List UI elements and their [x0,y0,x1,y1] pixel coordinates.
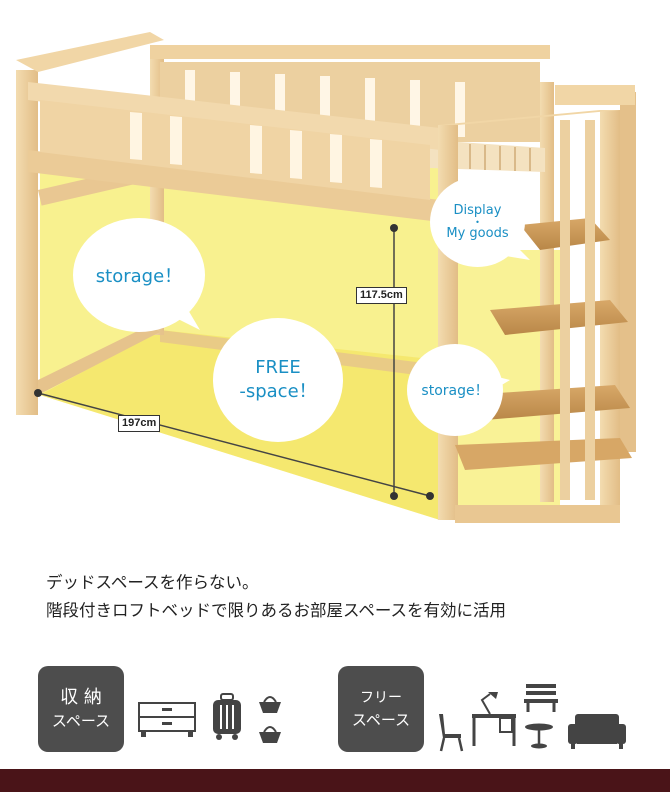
storage-bubble-left: storage！ [73,218,205,332]
free-space-line1: FREE [255,357,301,378]
basket-icon [259,726,281,743]
display-dot: • [475,217,480,227]
front-post-left [16,70,38,415]
free-tag-line1: フリー [360,690,402,706]
back-rail-top [150,45,550,59]
suitcase-icon [213,693,241,740]
free-space-bubble: FREE -space！ [213,318,343,442]
basket-icon [259,696,281,713]
caption-line-1: デッドスペースを作らない。 [46,573,259,592]
caption-line-2: 階段付きロフトベッドで限りあるお部屋スペースを有効に活用 [46,601,507,620]
free-space-tag: フリー スペース [338,666,424,752]
free-tag-line2: スペース [351,711,411,729]
chair-icon [439,714,464,752]
width-dimension-line [37,392,431,497]
storage-tag-line1: 収 納 [60,687,102,708]
display-line1: Display [453,202,502,218]
storage-bubble-right: storage！ [407,344,503,436]
front-guard-rail [28,82,440,150]
storage-space-tag: 収 納 スペース [38,666,124,752]
round-table-icon [525,723,553,749]
sofa-icon [568,714,626,749]
width-dimension-label: 197cm [118,415,161,432]
display-line2: My goods [446,225,509,241]
storage-tag-line2: スペース [51,712,111,730]
bottom-bar [0,769,670,792]
height-dimension-label: 117.5cm [356,287,407,304]
display-bubble: Display • My goods [430,177,525,267]
desk-lamp-icon [472,692,516,746]
free-space-line2: -space！ [239,381,317,402]
back-post-right [540,82,554,502]
bench-icon [524,684,558,712]
storage-bubble-right-text: storage！ [421,383,489,399]
chest-icon [138,702,196,737]
storage-bubble-left-text: storage！ [95,266,183,287]
